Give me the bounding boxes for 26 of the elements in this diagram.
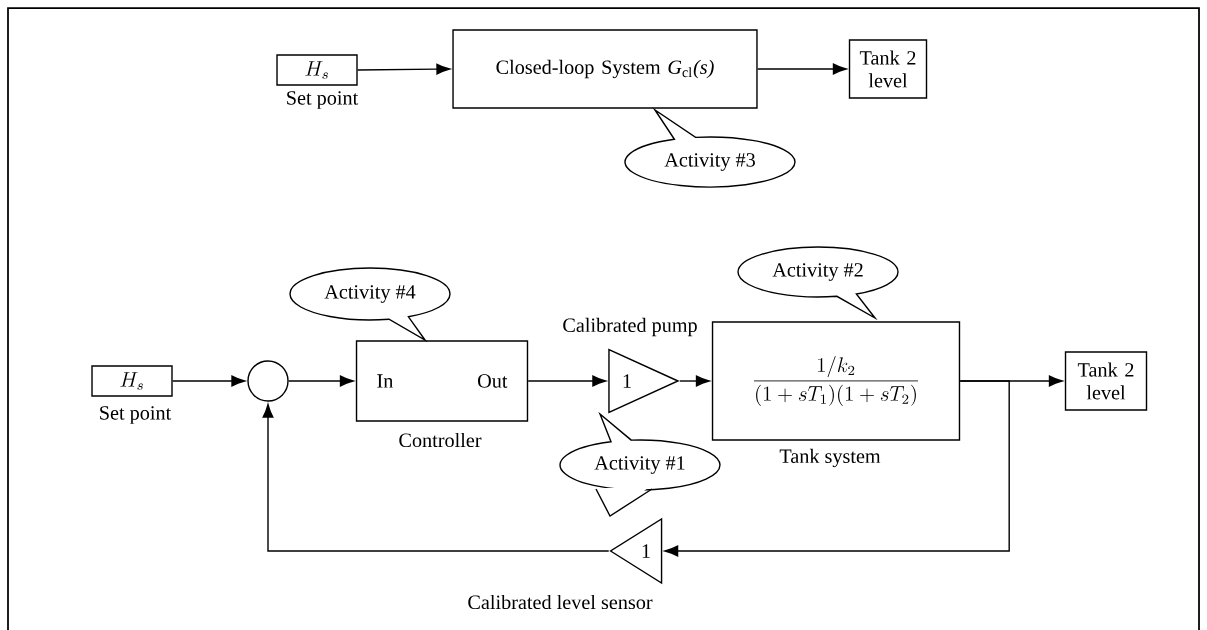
callout-bubble: Activity #1	[559, 413, 721, 518]
arrow	[679, 375, 710, 387]
block: $H_s$	[276, 54, 358, 86]
arrow	[756, 63, 847, 75]
node-caption: Set point	[287, 91, 359, 109]
block: $\frac{1/k_2}{(1+sT_1)(1+sT_2)}$	[711, 321, 961, 441]
arrow	[172, 375, 246, 387]
callout-bubble: Activity #3	[624, 109, 796, 188]
block-label: Tank system	[779, 448, 881, 468]
block-label: Calibrated level sensor	[468, 594, 653, 610]
callout-bubble: Activity #4	[289, 267, 451, 341]
arrow	[262, 403, 610, 552]
block: Tank 2 level	[848, 39, 928, 99]
callout-bubble: Activity #2	[737, 246, 899, 319]
controller-block: In Out	[355, 340, 529, 422]
arrow	[527, 375, 607, 387]
block-label: Calibrated pump	[563, 317, 697, 337]
block: Tank 2 level	[1064, 351, 1148, 411]
arrow	[664, 380, 1010, 557]
block: Closed-loop System G$_{cl}$(s)	[452, 29, 758, 109]
node-caption: Set point	[100, 406, 172, 424]
block: $H_s$	[91, 365, 173, 397]
block-label: Controller	[399, 432, 482, 448]
summing-junction	[247, 360, 289, 402]
arrow	[357, 63, 451, 75]
arrow	[288, 375, 354, 387]
